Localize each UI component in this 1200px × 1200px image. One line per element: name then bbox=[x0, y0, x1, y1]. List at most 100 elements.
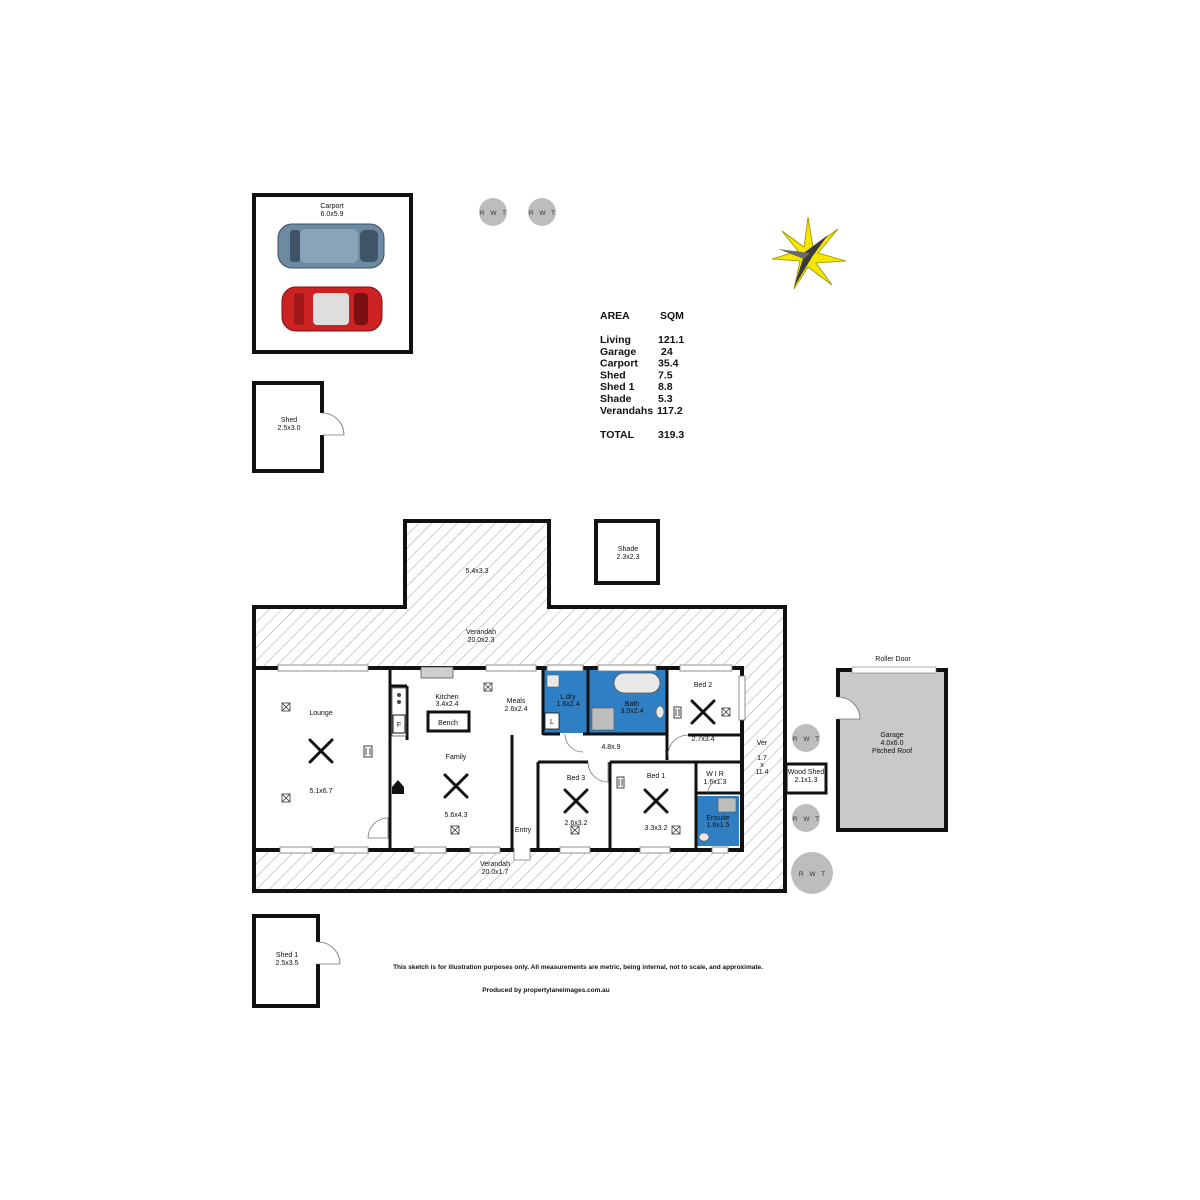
area-row-value: 121.1 bbox=[658, 334, 684, 346]
bench-label: Bench bbox=[438, 720, 458, 727]
wir-label: W I R bbox=[706, 771, 724, 778]
ensuite-dims: 1.6x1.5 bbox=[707, 822, 730, 829]
svg-text:R W T: R W T bbox=[480, 210, 508, 217]
bed2-dims: 2.7x3.4 bbox=[692, 736, 715, 743]
verandah-top-label: Verandah bbox=[466, 629, 496, 636]
shade-dims: 2.3x2.3 bbox=[617, 554, 640, 561]
shed-dims: 2.5x3.0 bbox=[278, 425, 301, 432]
car-blue-icon bbox=[277, 223, 385, 269]
shed-1: Shed 1 2.5x3.5 bbox=[252, 914, 341, 1008]
lounge-label: Lounge bbox=[309, 710, 332, 717]
rwt-tank-4: R W T bbox=[792, 804, 821, 832]
garage-label: Garage bbox=[880, 732, 903, 739]
area-row-name: Shed 1 bbox=[600, 381, 635, 393]
verandah-bottom-dims: 20.0x1.7 bbox=[482, 869, 509, 876]
rwt-tank-3: R W T bbox=[792, 724, 821, 752]
fan-icon bbox=[443, 773, 469, 799]
light-icon bbox=[570, 825, 580, 835]
verandah-side-label: Ver bbox=[757, 740, 768, 747]
light-icon bbox=[721, 707, 731, 717]
light-icon bbox=[450, 825, 460, 835]
meals-label: Meals bbox=[507, 698, 526, 705]
family-label: Family bbox=[446, 754, 467, 761]
interior-walls bbox=[388, 668, 742, 848]
garage-dims: 4.0x6.0 bbox=[881, 740, 904, 747]
total-label: TOTAL bbox=[600, 429, 635, 441]
carport-dims: 6.0x5.9 bbox=[321, 211, 344, 218]
roller-door-label: Roller Door bbox=[875, 656, 911, 663]
fan-icon bbox=[643, 788, 669, 814]
area-row-name: Shed bbox=[600, 369, 626, 381]
shower-icon bbox=[591, 707, 615, 731]
ceiling-fans bbox=[308, 699, 716, 814]
garage-roof: Pitched Roof bbox=[872, 748, 912, 755]
kitchen-label: Kitchen bbox=[435, 694, 458, 701]
bathtub-icon bbox=[613, 672, 661, 694]
laundry-label: L.dry bbox=[560, 694, 576, 701]
kitchen-fixtures: F Bench bbox=[391, 666, 471, 794]
area-row-name: Verandahs bbox=[600, 405, 653, 417]
rwt-tank-2: R W T bbox=[528, 198, 557, 226]
light-icon bbox=[281, 702, 291, 712]
shed1-label: Shed 1 bbox=[276, 952, 298, 959]
area-row-value: 5.3 bbox=[658, 393, 673, 405]
rwt-tank-5: R W T bbox=[791, 852, 833, 894]
carport-label: Carport bbox=[320, 203, 343, 210]
area-row-value: 35.4 bbox=[658, 358, 679, 370]
svg-text:x: x bbox=[760, 762, 764, 769]
svg-text:R W T: R W T bbox=[529, 210, 557, 217]
svg-text:R W T: R W T bbox=[793, 816, 821, 823]
verandah-bottom-label: Verandah bbox=[480, 861, 510, 868]
laundry-tub-label: L bbox=[550, 719, 554, 726]
fireplace-icon bbox=[392, 780, 404, 794]
laundry-dims: 1.6x2.4 bbox=[557, 701, 580, 708]
svg-text:R W T: R W T bbox=[799, 871, 827, 878]
wir-dims: 1.6x1.3 bbox=[704, 779, 727, 786]
meals-dims: 2.6x2.4 bbox=[505, 706, 528, 713]
svg-text:11.4: 11.4 bbox=[755, 769, 768, 776]
svg-text:1.7: 1.7 bbox=[757, 755, 767, 762]
area-row-name: Living bbox=[600, 334, 631, 346]
family-dims: 5.6x4.3 bbox=[445, 812, 468, 819]
bed3-label: Bed 3 bbox=[567, 775, 585, 782]
credit-text: Produced by propertylaneimages.com.au bbox=[482, 987, 610, 994]
sqm-header: SQM bbox=[660, 310, 684, 322]
svg-text:R W T: R W T bbox=[793, 736, 821, 743]
doors bbox=[367, 733, 723, 861]
area-row-value: 24 bbox=[661, 346, 673, 358]
car-red-icon bbox=[281, 286, 383, 332]
light-fixtures bbox=[281, 682, 731, 835]
bed3-dims: 2.6x3.2 bbox=[565, 820, 588, 827]
ensuite-label: Ensuite bbox=[706, 815, 729, 822]
area-header: AREA bbox=[600, 310, 630, 322]
ensuite-toilet-icon bbox=[698, 832, 710, 842]
area-row-value: 117.2 bbox=[657, 405, 683, 417]
compass-icon bbox=[771, 216, 847, 290]
room-labels: Lounge 5.1x6.7 Kitchen 3.4x2.4 Meals 2.6… bbox=[309, 682, 729, 834]
garage: Roller Door Garage 4.0x6.0 Pitched Roof bbox=[835, 656, 948, 832]
fridge-icon bbox=[392, 714, 406, 734]
fan-icon bbox=[690, 699, 716, 725]
bed2-label: Bed 2 bbox=[694, 682, 712, 689]
heater-icons bbox=[363, 706, 682, 789]
shade: Shade 2.3x2.3 bbox=[594, 519, 660, 585]
bath-dims: 3.0x2.4 bbox=[621, 708, 644, 715]
lounge-dims: 5.1x6.7 bbox=[310, 788, 333, 795]
sink-icon bbox=[420, 666, 454, 679]
fan-icon bbox=[308, 738, 334, 764]
verandah-ext-dims: 5.4x3.3 bbox=[466, 568, 489, 575]
shade-label: Shade bbox=[618, 546, 638, 553]
light-icon bbox=[281, 793, 291, 803]
wood-shed-label: Wood Shed bbox=[788, 769, 825, 776]
disclaimer-text: This sketch is for illustration purposes… bbox=[393, 964, 763, 971]
shed-label: Shed bbox=[281, 417, 297, 424]
area-row-value: 8.8 bbox=[658, 381, 673, 393]
bath-fixtures: L bbox=[544, 672, 737, 842]
total-value: 319.3 bbox=[658, 429, 684, 441]
fan-icon bbox=[563, 788, 589, 814]
entry-label: Entry bbox=[515, 827, 532, 834]
laundry-tub-icon bbox=[546, 674, 560, 688]
shed: Shed 2.5x3.0 bbox=[252, 381, 345, 473]
